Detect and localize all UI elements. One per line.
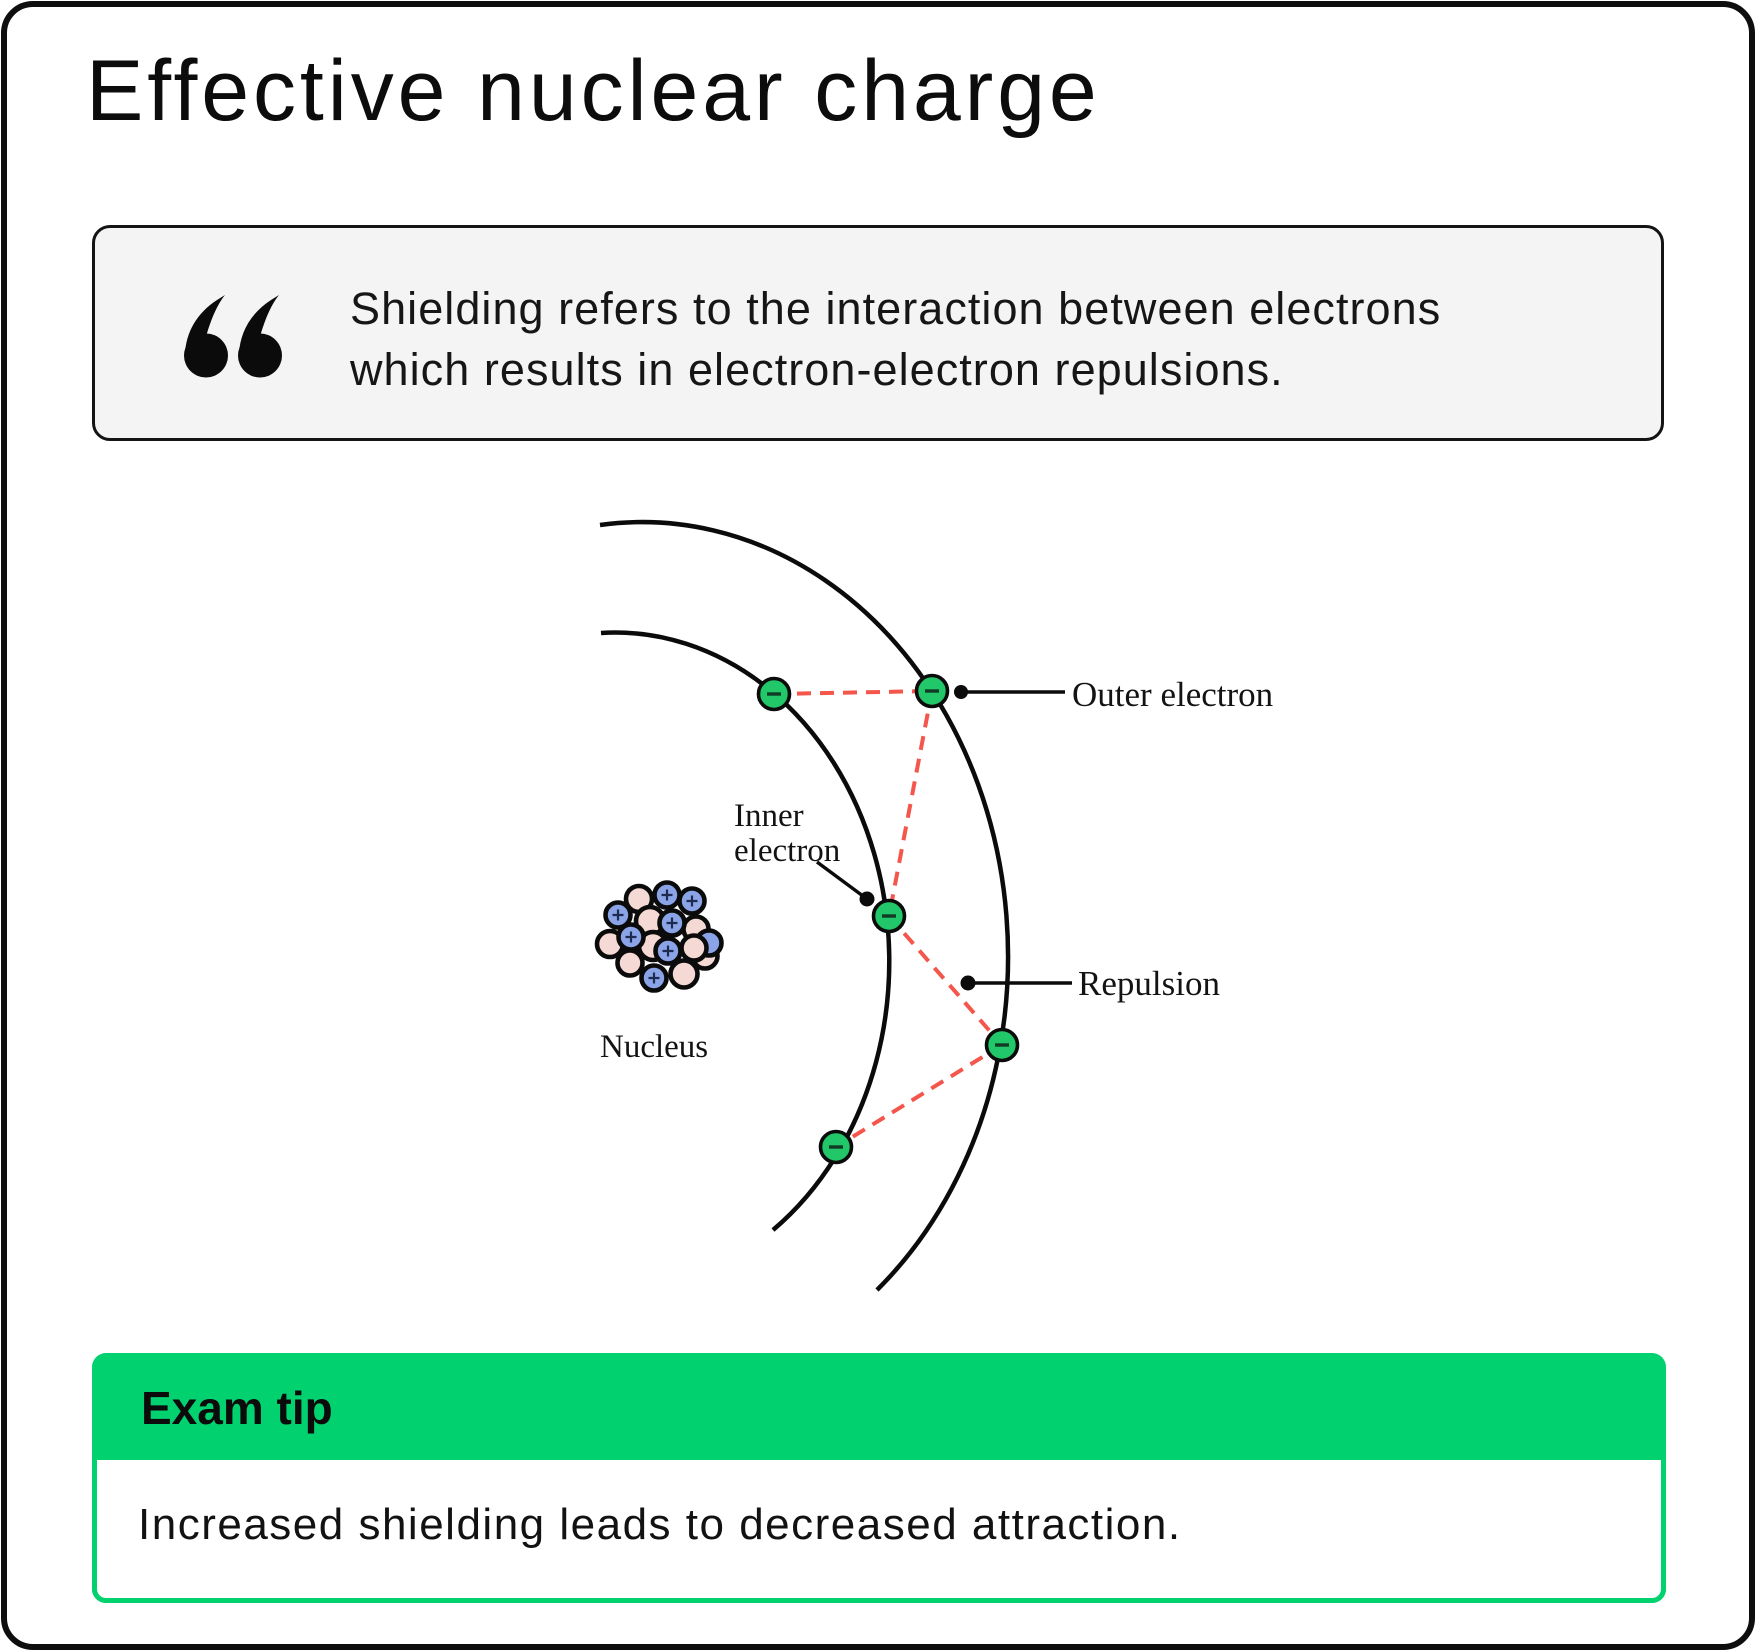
svg-text:Inner: Inner [734, 798, 804, 834]
svg-text:Outer electron: Outer electron [1072, 675, 1273, 714]
svg-text:Repulsion: Repulsion [1078, 964, 1220, 1003]
svg-text:electron: electron [734, 833, 840, 869]
svg-text:Nucleus: Nucleus [600, 1029, 708, 1065]
